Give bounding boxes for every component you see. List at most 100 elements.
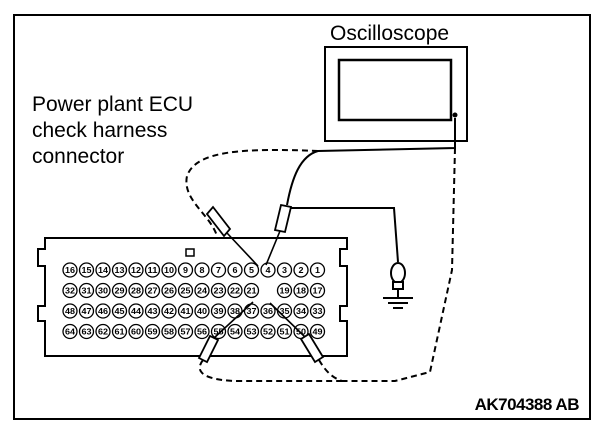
pin-19 — [276, 282, 293, 299]
pin-label-53: 53 — [247, 328, 258, 337]
pin-3 — [276, 262, 293, 278]
pin-33 — [309, 303, 326, 319]
pin-13 — [111, 262, 128, 278]
pin-48 — [62, 303, 78, 319]
pin-label-56: 56 — [197, 328, 208, 337]
pin-label-57: 57 — [181, 328, 192, 337]
pin-23 — [210, 282, 227, 299]
ground-cable-right — [342, 147, 456, 382]
pin-label-48: 48 — [65, 307, 76, 316]
pin-label-24: 24 — [197, 287, 208, 296]
pin-60 — [128, 323, 144, 340]
pin-15 — [78, 262, 95, 278]
pin-63 — [78, 323, 95, 340]
ground-symbol — [383, 297, 413, 309]
pin-label-30: 30 — [98, 287, 109, 296]
pin-label-47: 47 — [82, 307, 93, 316]
pin-45 — [111, 303, 128, 319]
pin-label-14: 14 — [98, 266, 109, 275]
oscilloscope-screen — [337, 58, 453, 122]
pin-label-43: 43 — [148, 307, 159, 316]
pin-59 — [144, 323, 161, 340]
pin-24 — [194, 282, 210, 299]
pin-label-46: 46 — [98, 307, 109, 316]
oscilloscope-label: Oscilloscope — [330, 22, 450, 45]
pin-label-16: 16 — [65, 266, 76, 275]
pin-label-31: 31 — [82, 287, 93, 296]
pin-1 — [309, 262, 326, 278]
pin-29 — [111, 282, 128, 299]
pin-label-63: 63 — [82, 328, 93, 337]
pin-57 — [177, 323, 194, 340]
pin-label-3: 3 — [282, 266, 288, 275]
pin-label-38: 38 — [230, 307, 241, 316]
pin-label-52: 52 — [263, 328, 274, 337]
pin-56 — [194, 323, 210, 340]
pin-label-18: 18 — [296, 287, 307, 296]
figure-code: AK704388 AB — [474, 395, 580, 414]
pin-4 — [260, 262, 276, 278]
pin-label-49: 49 — [313, 328, 324, 337]
pin-54 — [227, 323, 243, 340]
ground-cable-left — [185, 148, 319, 237]
pin-label-64: 64 — [65, 328, 76, 337]
pin-55 — [210, 323, 227, 340]
pin-53 — [243, 323, 260, 340]
ecu-label-line-1: Power plant ECU — [32, 93, 194, 116]
pin-label-22: 22 — [230, 287, 241, 296]
pin-40 — [194, 303, 210, 319]
pin-label-28: 28 — [131, 287, 142, 296]
pin-11 — [144, 262, 161, 278]
pin-2 — [293, 262, 309, 278]
pin-label-13: 13 — [115, 266, 126, 275]
pin-label-19: 19 — [280, 287, 291, 296]
pin-label-51: 51 — [280, 328, 291, 337]
pin-49 — [309, 323, 326, 340]
pin-62 — [95, 323, 111, 340]
pin-label-12: 12 — [131, 266, 142, 275]
pin-34 — [293, 303, 309, 319]
pin-label-4: 4 — [266, 266, 272, 275]
pin-label-62: 62 — [98, 328, 109, 337]
pin-61 — [111, 323, 128, 340]
pin-label-61: 61 — [115, 328, 126, 337]
pin-6 — [227, 262, 243, 278]
pin-14 — [95, 262, 111, 278]
pin-39 — [210, 303, 227, 319]
probe-pin-5 — [205, 205, 259, 267]
pin-22 — [227, 282, 243, 299]
connector-key — [185, 248, 195, 257]
pin-label-58: 58 — [164, 328, 175, 337]
pin-43 — [144, 303, 161, 319]
probe-pin-53-cable — [198, 359, 342, 382]
diagram-frame — [13, 14, 591, 420]
pin-16 — [62, 262, 78, 278]
pin-5 — [243, 262, 260, 278]
pin-label-5: 5 — [249, 266, 255, 275]
pin-label-45: 45 — [115, 307, 126, 316]
pin-51 — [276, 323, 293, 340]
pin-label-2: 2 — [299, 266, 305, 275]
test-lamp-lead — [290, 207, 399, 263]
pin-label-9: 9 — [183, 266, 189, 275]
pin-47 — [78, 303, 95, 319]
pin-10 — [161, 262, 177, 278]
pin-label-25: 25 — [181, 287, 192, 296]
pin-52 — [260, 323, 276, 340]
pin-25 — [177, 282, 194, 299]
pin-31 — [78, 282, 95, 299]
pin-label-60: 60 — [131, 328, 142, 337]
pin-label-39: 39 — [214, 307, 225, 316]
pin-label-8: 8 — [200, 266, 206, 275]
probe-pin-4 — [265, 203, 293, 266]
pin-label-33: 33 — [313, 307, 324, 316]
pin-9 — [177, 262, 194, 278]
pin-44 — [128, 303, 144, 319]
pin-label-21: 21 — [247, 287, 258, 296]
pin-28 — [128, 282, 144, 299]
pin-27 — [144, 282, 161, 299]
pin-label-37: 37 — [247, 307, 258, 316]
